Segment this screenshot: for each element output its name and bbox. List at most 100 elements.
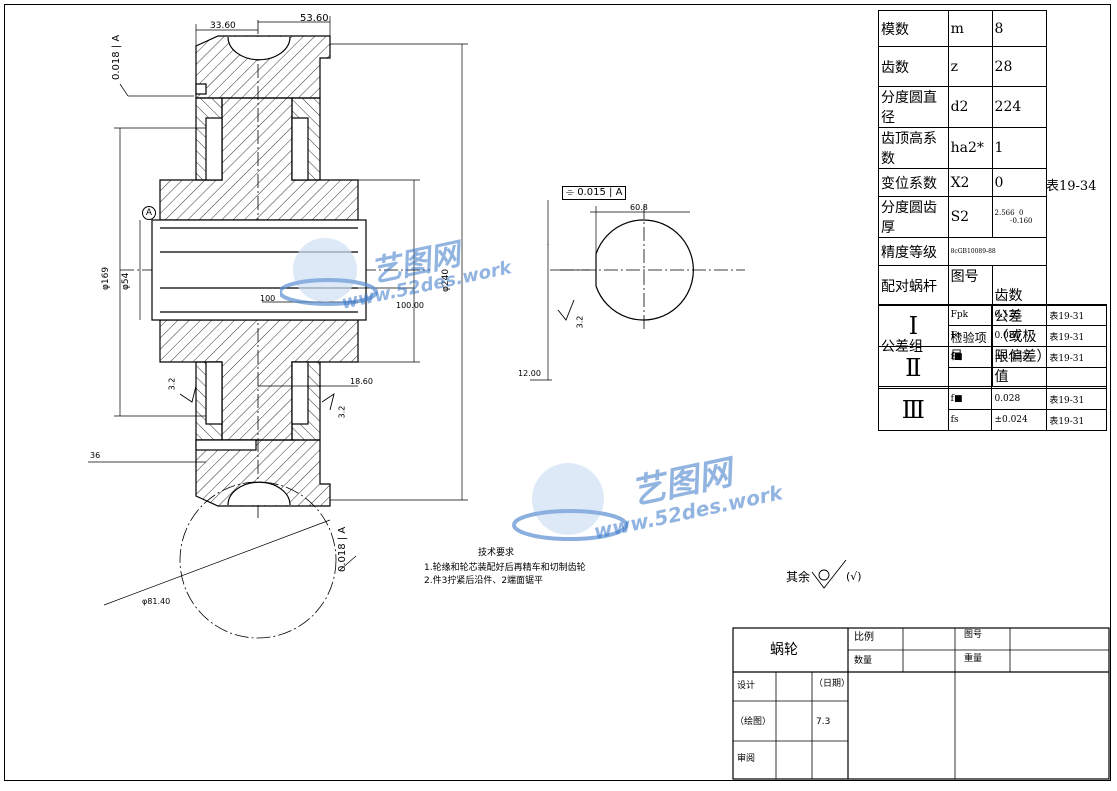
param-name: 配对蜗杆 xyxy=(878,265,949,306)
dim-36: 36 xyxy=(90,451,101,460)
group-val xyxy=(991,367,1048,389)
param-value: 1 xyxy=(991,127,1048,169)
datum-circle: A xyxy=(142,206,156,220)
dim-33-60: 33.60 xyxy=(210,21,236,31)
param-value: 8 xyxy=(991,10,1048,47)
symmetry-tolerance: ⌯ 0.015 | A xyxy=(562,186,627,200)
param-row: 配对蜗杆图号齿数 xyxy=(878,265,1107,306)
lower-rim xyxy=(195,439,331,507)
dim-groove: 18.60 xyxy=(350,377,373,386)
drawn-date: 7.3 xyxy=(816,717,831,727)
param-value: 28 xyxy=(991,46,1048,87)
group-roman: Ⅱ xyxy=(878,346,949,389)
param-sub: 齿数 xyxy=(991,265,1048,306)
group-sym: f■ xyxy=(947,346,993,368)
weight-label: 重量 xyxy=(964,654,983,664)
surface-rest-symbol: (√) xyxy=(846,570,862,583)
param-name: 齿顶高系数 xyxy=(878,127,949,169)
param-name: 分度圆齿厚 xyxy=(878,196,949,238)
group-ref: 表19-31 xyxy=(1046,325,1107,347)
dimension-lines xyxy=(88,16,468,606)
group-sym: Fr xyxy=(947,325,993,347)
dim-hub-length: 100 xyxy=(260,294,276,303)
flatness-tolerance-bottom: 0.018 | A xyxy=(337,526,348,572)
date-label: （日期） xyxy=(814,679,851,689)
upper-rim xyxy=(195,35,331,99)
param-name: 齿数 xyxy=(878,46,949,87)
param-symbol: ha2* xyxy=(947,127,993,169)
param-value: 224 xyxy=(991,86,1048,128)
design-label: 设计 xyxy=(737,681,756,691)
group-ref: 表19-31 xyxy=(1046,409,1107,431)
param-value: 8cGB10089-88 xyxy=(947,237,1048,266)
dim-53-60: 53.60 xyxy=(300,13,329,24)
group-ref: 表19-31 xyxy=(1046,346,1107,368)
group-ref xyxy=(1046,367,1107,389)
dim-arc: φ81.40 xyxy=(142,597,171,606)
param-symbol: d2 xyxy=(947,86,993,128)
group-val: ±0.032 xyxy=(991,346,1048,368)
param-name: 变位系数 xyxy=(878,168,949,197)
group-ref: 表19-31 xyxy=(1046,388,1107,410)
dim-keyway: 60.8 xyxy=(630,203,648,212)
keyway-view xyxy=(530,200,694,381)
roughness-symbols xyxy=(179,299,847,589)
dim-bore: φ54 xyxy=(121,272,131,290)
group-val: ±0.024 xyxy=(991,409,1048,431)
title-block-lines xyxy=(732,627,1110,780)
group-val: 0.080 xyxy=(991,325,1048,347)
notes-line-2: 2.件3拧紧后沿件、2端面锯平 xyxy=(424,576,544,586)
group-sym: f■ xyxy=(947,388,993,410)
dim-od: φ169 xyxy=(101,266,111,290)
flatness-tolerance-top: 0.018 | A xyxy=(111,34,122,80)
group-ref: 表19-31 xyxy=(1046,304,1107,326)
review-label: 审阅 xyxy=(737,754,756,764)
dim-rim-length: 100.00 xyxy=(396,301,424,310)
param-name: 分度圆直径 xyxy=(878,86,949,128)
roughness-3: 3.2 xyxy=(575,315,585,329)
notes-line-1: 1.轮缘和轮芯装配好后再精车和切制齿轮 xyxy=(424,563,586,573)
group-row xyxy=(879,367,1107,389)
roughness-2: 3.2 xyxy=(337,405,347,419)
param-value: 0 xyxy=(991,168,1048,197)
group-val: 0.125 xyxy=(991,304,1048,326)
param-sub: 图号 xyxy=(947,265,993,306)
group-roman: Ⅲ xyxy=(878,388,949,431)
param-symbol: S2 xyxy=(947,196,993,238)
roughness-1: 3.2 xyxy=(167,377,177,391)
param-name: 精度等级 xyxy=(878,237,949,266)
param-symbol: z xyxy=(947,46,993,87)
scale-label: 比例 xyxy=(854,632,874,643)
surface-rest-label: 其余 xyxy=(786,570,811,584)
drawing-frame xyxy=(4,4,1111,781)
drawn-label: （绘图） xyxy=(735,717,772,727)
dim-key-length: 12.00 xyxy=(518,369,541,378)
wheel-body xyxy=(151,97,367,441)
group-sym: Fpk xyxy=(947,304,993,326)
group-sym: fs xyxy=(947,409,993,431)
notes-heading: 技术要求 xyxy=(478,548,515,558)
drawing-no-label: 图号 xyxy=(964,630,983,640)
param-name: 模数 xyxy=(878,10,949,47)
param-value: 2.566 0 -0.160 xyxy=(991,196,1048,238)
quantity-label: 数量 xyxy=(854,656,873,666)
dim-pitch: φ240 xyxy=(441,268,451,292)
group-sym xyxy=(947,367,993,389)
group-val: 0.028 xyxy=(991,388,1048,410)
param-symbol: m xyxy=(947,10,993,47)
param-note: 表19-34 xyxy=(1046,179,1097,194)
group-roman: Ⅰ xyxy=(878,304,949,347)
param-symbol: X2 xyxy=(947,168,993,197)
